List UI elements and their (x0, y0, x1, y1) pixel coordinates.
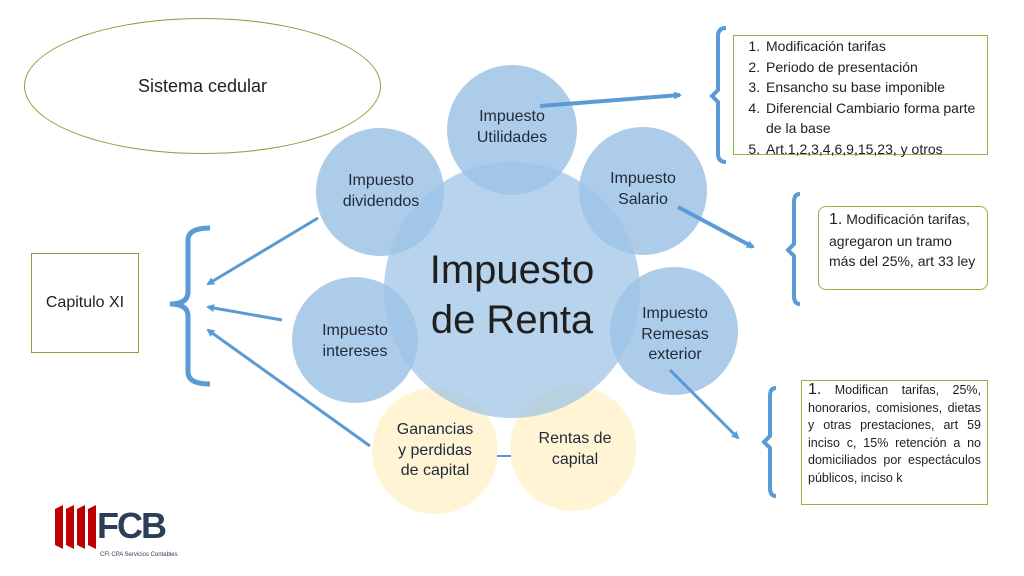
sistema-cedular-oval: Sistema cedular (24, 18, 381, 154)
node-label-ganancias: Ganancias y perdidas de capital (396, 420, 474, 480)
arrow-dividendos (206, 216, 319, 286)
logo-text: FCB (97, 505, 167, 546)
remesas-text: Modifican tarifas, 25%, honorarios, comi… (808, 383, 981, 485)
brace-left (169, 225, 211, 387)
node-label-dividendos: Impuesto dividendos (342, 172, 420, 210)
node-circle-ganancias (372, 388, 498, 514)
list-item: Diferencial Cambiario forma parte de la … (764, 98, 987, 139)
arrow-ganancias (206, 328, 371, 448)
salario-box: 1. Modificación tarifas, agregaron un tr… (818, 206, 988, 290)
center-circle (384, 162, 640, 418)
node-label-remesas: Impuesto Remesas exterior (641, 304, 709, 364)
remesas-box: 1. Modifican tarifas, 25%, honorarios, c… (801, 380, 988, 505)
node-label-rentas-capital: Rentas de capital (538, 430, 612, 468)
fcb-logo-mark (55, 505, 96, 549)
logo-subtitle: CFI CPA Servicios Contables (100, 552, 178, 558)
salario-text: Modificación tarifas, agregaron un tramo… (829, 211, 976, 269)
utilidades-list: Modificación tarifas Periodo de presenta… (734, 36, 987, 159)
list-item: Art.1,2,3,4,6,9,15,23, y otros (764, 139, 987, 160)
bracket-remesas (761, 386, 777, 498)
capitulo-label: Capitulo XI (45, 294, 125, 311)
salario-number: 1. (829, 211, 843, 228)
center-label: Impuesto de Renta (429, 248, 595, 342)
node-label-utilidades: Impuesto Utilidades (476, 108, 548, 146)
node-label-intereses: Impuesto intereses (322, 322, 388, 360)
list-item: Periodo de presentación (764, 57, 987, 78)
arrow-utilidades (539, 91, 682, 108)
arrow-intereses (206, 304, 283, 322)
arrow-salario (677, 205, 755, 249)
node-circle-utilidades (447, 65, 577, 195)
remesas-number: 1. (808, 381, 822, 398)
node-circle-rentas-capital (510, 385, 636, 511)
list-item: Modificación tarifas (764, 36, 987, 57)
list-item: Ensancho su base imponible (764, 77, 987, 98)
bracket-salario (785, 192, 801, 306)
utilidades-box: Modificación tarifas Periodo de presenta… (733, 35, 988, 157)
node-circle-remesas (610, 267, 738, 395)
arrow-remesas (668, 368, 740, 440)
capitulo-box: Capitulo XI (31, 253, 139, 353)
sistema-cedular-label: Sistema cedular (137, 75, 268, 96)
bracket-utilidades (709, 26, 727, 164)
node-label-salario: Impuesto Salario (610, 170, 676, 208)
